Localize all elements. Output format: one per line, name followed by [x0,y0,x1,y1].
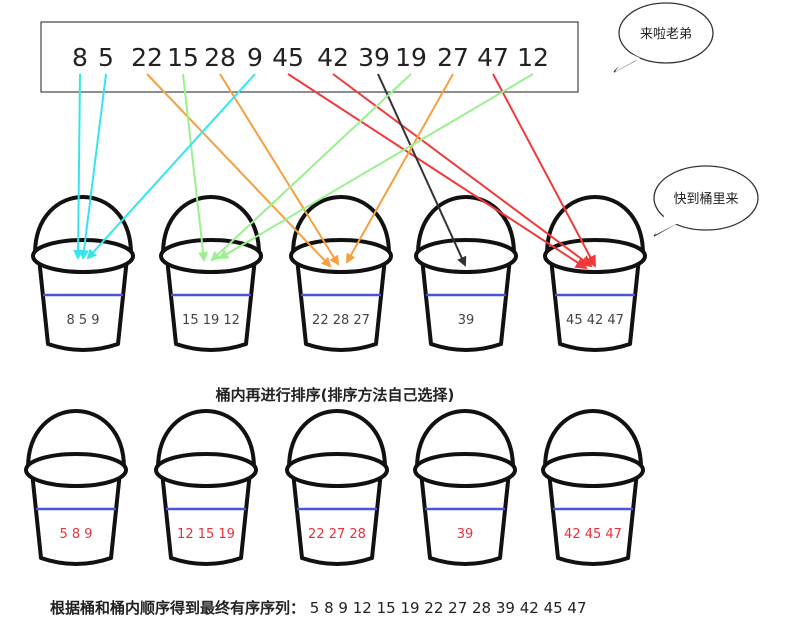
bucket-label: 15 19 12 [182,313,240,328]
bucket-rim [24,452,128,488]
distribution-arrow [332,73,593,268]
distribution-arrow [218,73,534,260]
bucket-body [291,471,383,566]
bucket-body [30,471,122,566]
speech-bubble-right-text: 快到桶里来 [673,192,738,207]
speech-bubble-right: 快到桶里来 [653,165,759,237]
bucket-label: 45 42 47 [566,313,624,328]
bucket-handle [161,195,261,255]
bucket: 39 [413,409,517,566]
input-number: 45 [272,43,304,72]
bucket-body [165,257,257,352]
input-number: 39 [358,43,390,72]
bucket-rim [154,452,258,488]
distribution-arrow [219,73,340,266]
bucket-body [549,257,641,352]
bucket-body [160,471,252,566]
distribution-arrow [79,73,107,260]
distribution-arrow [377,73,467,267]
input-box [40,21,579,93]
input-number: 22 [131,43,163,72]
input-number: 15 [167,43,199,72]
distribution-arrows [73,73,596,270]
distribution-arrow [182,73,209,262]
bucket: 42 45 47 [541,409,645,566]
bucket-handle [156,409,256,469]
bucket-rim [413,452,517,488]
distribution-arrow [146,73,332,268]
bucket-handle [291,195,391,255]
distribution-arrow [73,73,84,260]
bucket-rim [414,238,518,274]
distribution-arrow [210,73,412,262]
bucket-rim [541,452,645,488]
bucket: 12 15 19 [154,409,258,566]
step-caption: 桶内再进行排序(排序方法自己选择) [216,386,455,404]
input-number: 28 [204,43,236,72]
bucket-handle [287,409,387,469]
bucket-label: 39 [457,527,474,542]
bucket-rim [543,238,647,274]
bucket: 15 19 12 [159,195,263,352]
bucket-label: 8 5 9 [66,313,99,328]
bucket-body [295,257,387,352]
bucket-label: 39 [458,313,475,328]
bucket-body [420,257,512,352]
bucket-handle [26,409,126,469]
bucket: 39 [414,195,518,352]
input-number: 12 [517,43,549,72]
distribution-arrow [346,73,454,264]
input-number: 47 [477,43,509,72]
bucket-handle [545,195,645,255]
bucket-handle [543,409,643,469]
input-number: 27 [437,43,469,72]
bucket-label: 22 27 28 [308,527,366,542]
bucket: 5 8 9 [24,409,128,566]
bucket-label: 5 8 9 [59,527,92,542]
result-sequence: 5 8 9 12 15 19 22 27 28 39 42 45 47 [310,599,587,617]
buckets-sorted: 5 8 9 12 15 19 22 27 28 39 42 45 47 [24,409,645,566]
bucket: 22 27 28 [285,409,389,566]
input-number: 9 [247,43,263,72]
bucket-label: 22 28 27 [312,313,370,328]
speech-bubble-top-text: 来啦老弟 [640,27,692,42]
bucket: 22 28 27 [289,195,393,352]
bucket-handle [416,195,516,255]
buckets-unsorted: 8 5 9 15 19 12 22 28 27 39 45 42 47 [31,195,647,352]
distribution-arrow [492,73,596,268]
input-number: 5 [98,43,114,72]
bucket-rim [285,452,389,488]
bucket-rim [289,238,393,274]
input-number: 19 [395,43,427,72]
bucket-body [37,257,129,352]
bucket-handle [415,409,515,469]
speech-bubble-top: 来啦老弟 [613,2,714,73]
bucket-label: 42 45 47 [564,527,622,542]
bucket-handle [33,195,133,255]
input-number: 42 [317,43,349,72]
input-number: 8 [72,43,88,72]
result-caption: 根据桶和桶内顺序得到最终有序序列： [50,599,305,617]
result-line: 根据桶和桶内顺序得到最终有序序列： 5 8 9 12 15 19 22 27 2… [50,599,587,617]
distribution-arrow [287,73,588,270]
bucket-body [547,471,639,566]
bucket: 45 42 47 [543,195,647,352]
bucket-label: 12 15 19 [177,527,235,542]
bucket: 8 5 9 [31,195,135,352]
bucket-rim [159,238,263,274]
distribution-arrow [86,73,256,260]
bucket-body [419,471,511,566]
